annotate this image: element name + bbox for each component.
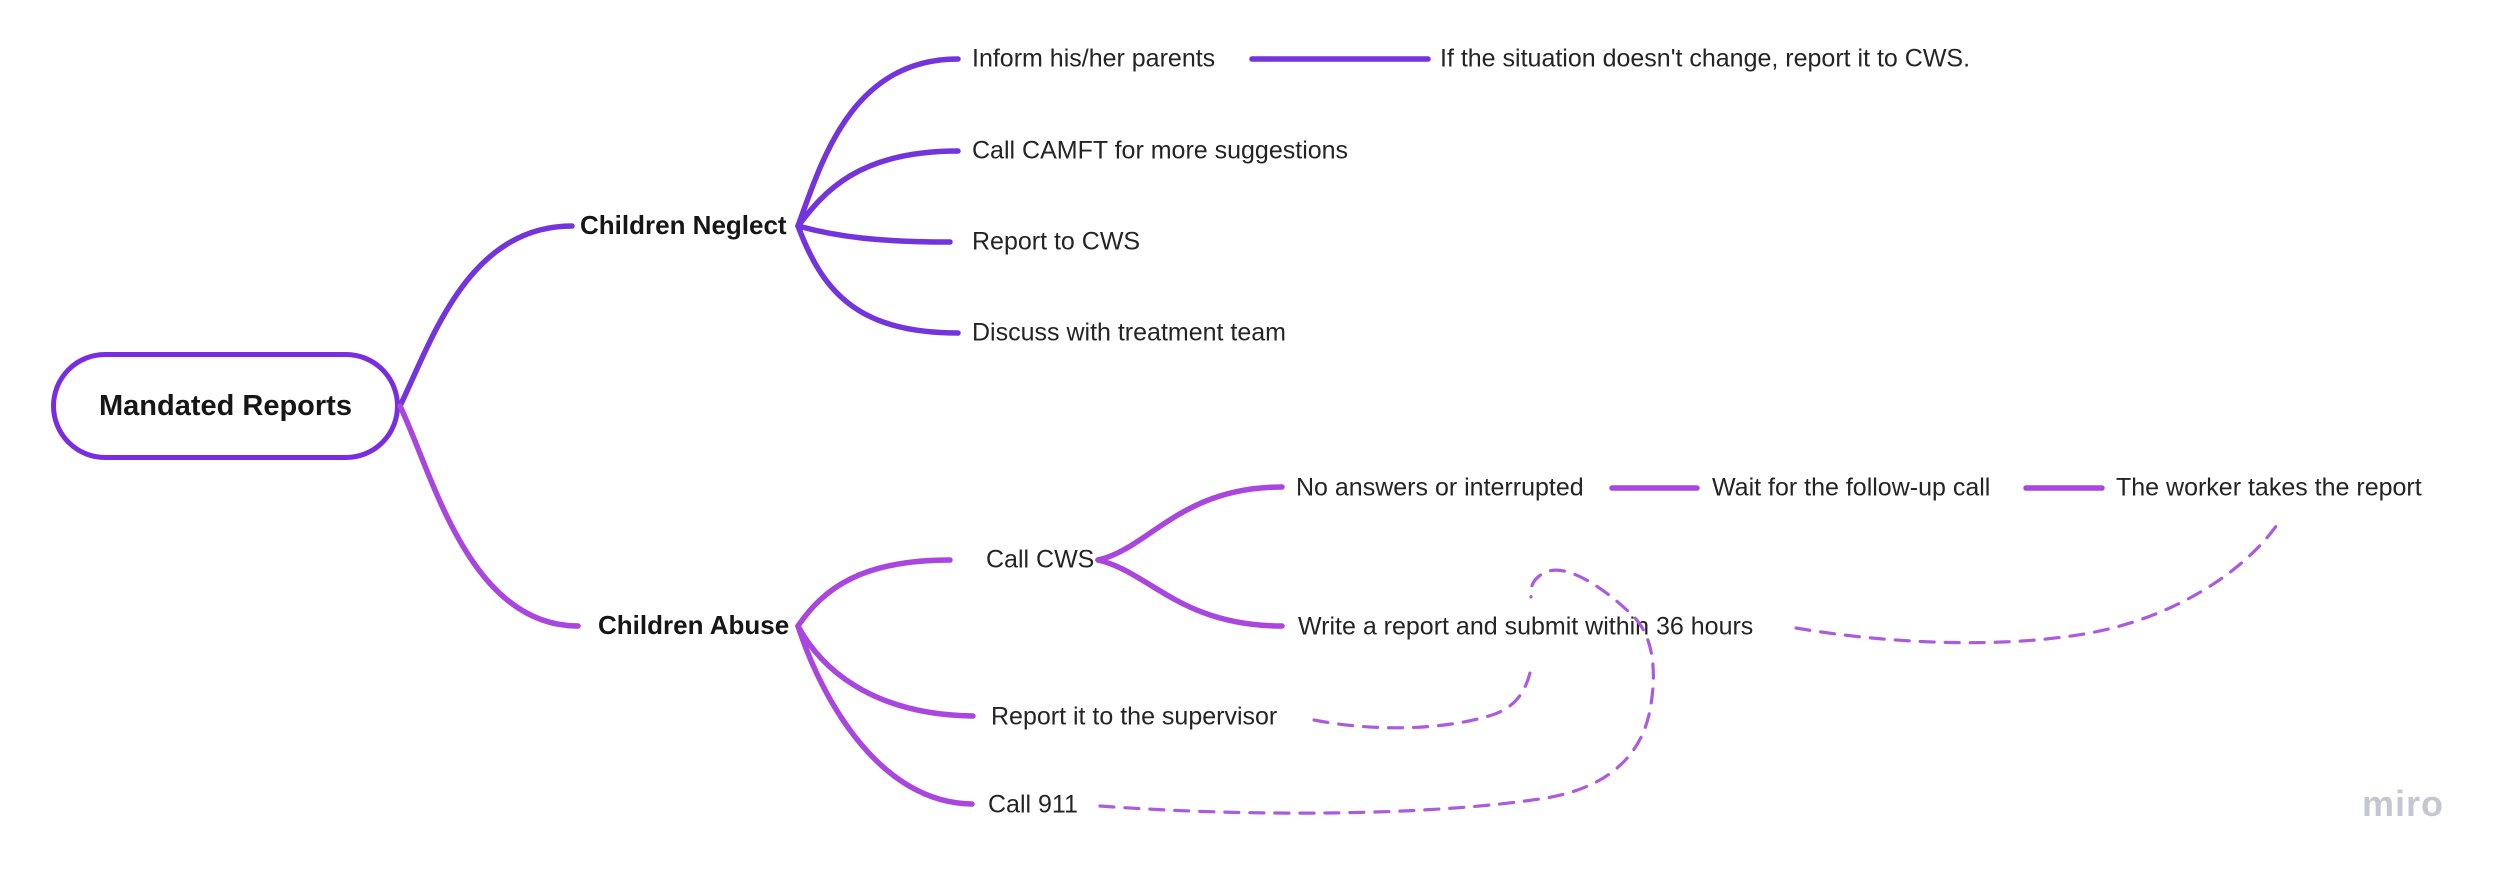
- link-neglect-to-report-cws: [795, 223, 953, 245]
- node-report-to-cws[interactable]: Report to CWS: [972, 227, 1141, 256]
- link-neglect-to-discuss-team: [795, 223, 961, 336]
- node-call-camft[interactable]: Call CAMFT for more suggestions: [972, 136, 1349, 165]
- node-inform-parents[interactable]: Inform his/her parents: [972, 44, 1216, 73]
- link-dashed-call-911-to-write-report: [1098, 568, 1655, 815]
- link-dashed-write-report-to-worker-report: [1794, 517, 2283, 645]
- link-abuse-to-call-911: [795, 623, 975, 807]
- link-root-to-children-neglect: [397, 223, 575, 409]
- node-discuss-treatment-team[interactable]: Discuss with treatment team: [972, 318, 1286, 347]
- node-children-abuse[interactable]: Children Abuse: [598, 609, 790, 640]
- node-report-if-no-change[interactable]: If the situation doesn't change, report …: [1440, 44, 1971, 73]
- node-report-to-supervisor[interactable]: Report it to the supervisor: [991, 702, 1278, 731]
- node-mandated-reports[interactable]: Mandated Reports: [51, 352, 400, 460]
- node-wait-follow-up-call[interactable]: Wait for the follow-up call: [1712, 473, 1991, 502]
- node-no-answers[interactable]: No answers or interrupted: [1296, 473, 1584, 502]
- node-mandated-reports-label: Mandated Reports: [99, 389, 352, 422]
- node-worker-takes-report[interactable]: The worker takes the report: [2116, 473, 2422, 502]
- link-neglect-to-inform-parents: [795, 56, 961, 229]
- node-children-neglect[interactable]: Children Neglect: [580, 209, 787, 240]
- node-write-report-36-hours[interactable]: Write a report and submit within 36 hour…: [1298, 612, 1754, 641]
- link-neglect-to-call-camft: [795, 148, 961, 229]
- link-abuse-to-report-supervisor: [795, 623, 976, 719]
- link-call-cws-to-no-answers: [1095, 484, 1285, 563]
- link-abuse-to-call-cws: [795, 557, 953, 629]
- link-root-to-children-abuse: [397, 403, 581, 629]
- link-dashed-supervisor-to-write-report: [1312, 662, 1534, 730]
- node-call-cws[interactable]: Call CWS: [986, 545, 1095, 574]
- link-call-cws-to-write-report: [1095, 557, 1285, 629]
- miro-logo: miro: [2362, 783, 2445, 824]
- node-call-911[interactable]: Call 911: [988, 790, 1078, 819]
